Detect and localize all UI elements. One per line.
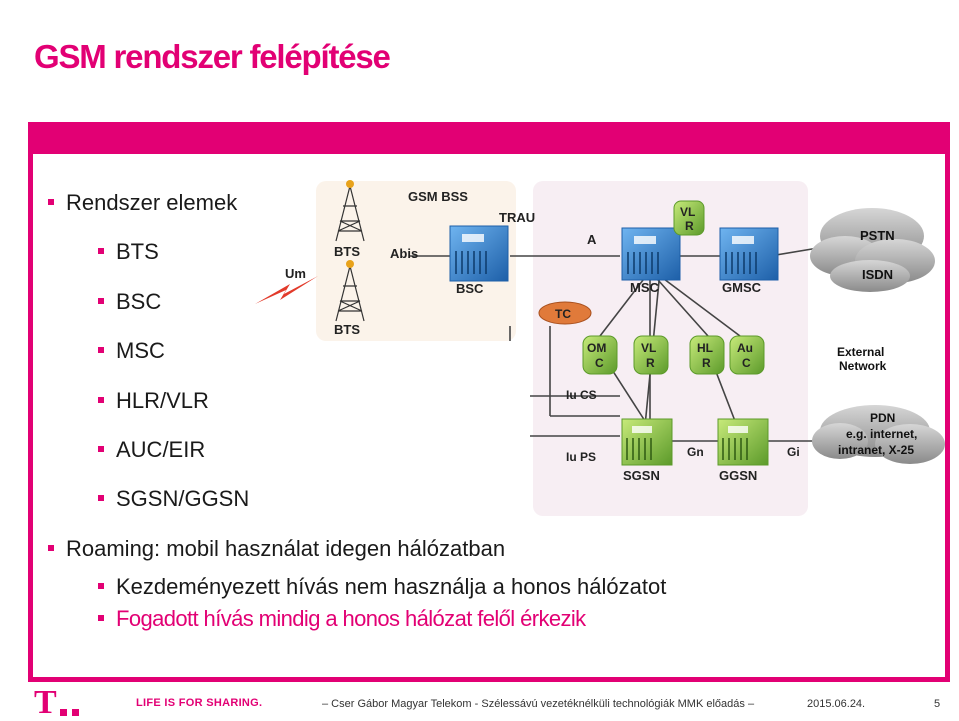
label-abis: Abis (390, 246, 418, 261)
tc-node (538, 301, 592, 325)
bullet-marker (98, 298, 104, 305)
bullet-text: Fogadott hívás mindig a honos hálózat fe… (116, 606, 586, 631)
bullet-text: BSC (116, 289, 162, 314)
label-vlr-top-2: R (685, 219, 694, 233)
content-frame (28, 122, 950, 682)
label-iu-ps: Iu PS (566, 450, 596, 464)
label-ggsn: GGSN (719, 468, 757, 483)
label-isdn: ISDN (862, 267, 893, 282)
label-gi: Gi (787, 445, 800, 459)
label-msc: MSC (630, 280, 660, 295)
bullet-item: MSC (98, 338, 165, 364)
label-vlr-top-1: VL (680, 205, 695, 219)
bullet-marker (98, 583, 104, 590)
bullet-text: BTS (116, 239, 159, 264)
bullet-marker (98, 615, 104, 622)
label-bts-2: BTS (334, 322, 360, 337)
bullet-marker (98, 347, 104, 354)
label-vlr-2: R (646, 356, 655, 370)
bullet-marker (48, 199, 54, 206)
label-bts-1: BTS (334, 244, 360, 259)
logo-dots (60, 703, 84, 721)
label-gsm-bss: GSM BSS (408, 189, 468, 204)
bullet-item: AUC/EIR (98, 437, 205, 463)
bullet-text: HLR/VLR (116, 388, 209, 413)
label-auc-2: C (742, 356, 751, 370)
vlr-db (633, 335, 669, 375)
bullet-item: HLR/VLR (98, 388, 209, 414)
bts-tower-2 (335, 260, 365, 322)
footer-slogan: LIFE IS FOR SHARING. (136, 697, 263, 709)
bullet-item: Rendszer elemek (48, 190, 237, 216)
hlr-db (689, 335, 725, 375)
omc-db (582, 335, 618, 375)
page-number: 5 (934, 698, 941, 710)
label-omc-2: C (595, 356, 604, 370)
vlr-top-db (673, 200, 705, 236)
label-bsc: BSC (456, 281, 484, 296)
bullet-marker (48, 545, 54, 552)
telekom-logo: T (34, 684, 57, 721)
pstn-cloud (810, 208, 935, 292)
label-external-1: External (837, 345, 884, 359)
bullet-marker (98, 446, 104, 453)
slide-title: GSM rendszer felépítése (34, 38, 391, 75)
footer-text: – Cser Gábor Magyar Telekom - Szélessávú… (322, 698, 755, 710)
label-trau: TRAU (499, 210, 535, 225)
label-pdn-1: PDN (870, 411, 895, 425)
label-external-2: Network (839, 359, 887, 373)
bullet-text: AUC/EIR (116, 437, 206, 462)
label-a: A (587, 232, 597, 247)
bullet-item-highlight: Fogadott hívás mindig a honos hálózat fe… (98, 606, 586, 632)
bullet-text: MSC (116, 338, 165, 363)
ggsn-node (717, 418, 769, 466)
label-hlr-1: HL (697, 341, 713, 355)
bullet-item: Kezdeményezett hívás nem használja a hon… (98, 574, 666, 600)
bullet-item: Roaming: mobil használat idegen hálózatb… (48, 536, 505, 562)
bullet-text: SGSN/GGSN (116, 486, 250, 511)
label-pdn-3: intranet, X-25 (838, 443, 914, 457)
label-sgsn: SGSN (623, 468, 660, 483)
bullet-marker (98, 248, 104, 255)
bss-panel (316, 181, 516, 341)
bullet-text: Kezdeményezett hívás nem használja a hon… (116, 574, 667, 599)
label-pdn-2: e.g. internet, (846, 427, 917, 441)
pdn-cloud (812, 405, 945, 464)
bts-tower-1 (335, 180, 365, 242)
label-um: Um (285, 266, 306, 281)
label-gn: Gn (687, 445, 704, 459)
gsm-architecture-diagram: GSM BSS TRAU Abis Um A BTS BTS BSC MSC G… (255, 180, 945, 516)
bullet-marker (98, 495, 104, 502)
bullet-item: BTS (98, 239, 159, 265)
label-pstn: PSTN (860, 228, 895, 243)
label-hlr-2: R (702, 356, 711, 370)
bullet-item: SGSN/GGSN (98, 486, 249, 512)
label-auc-1: Au (737, 341, 753, 355)
footer-date: 2015.06.24. (807, 698, 866, 710)
auc-db (729, 335, 765, 375)
label-vlr-1: VL (641, 341, 656, 355)
bullet-text: Roaming: mobil használat idegen hálózatb… (66, 536, 506, 561)
gmsc-node (719, 227, 779, 281)
label-iu-cs: Iu CS (566, 388, 597, 402)
sgsn-node (621, 418, 673, 466)
label-gmsc: GMSC (722, 280, 762, 295)
msc-node (621, 227, 681, 281)
bullet-item: BSC (98, 289, 161, 315)
bullet-text: Rendszer elemek (66, 190, 238, 215)
label-tc: TC (555, 307, 571, 321)
label-omc-1: OM (587, 341, 606, 355)
bsc-node (449, 225, 509, 282)
bullet-marker (98, 397, 104, 404)
